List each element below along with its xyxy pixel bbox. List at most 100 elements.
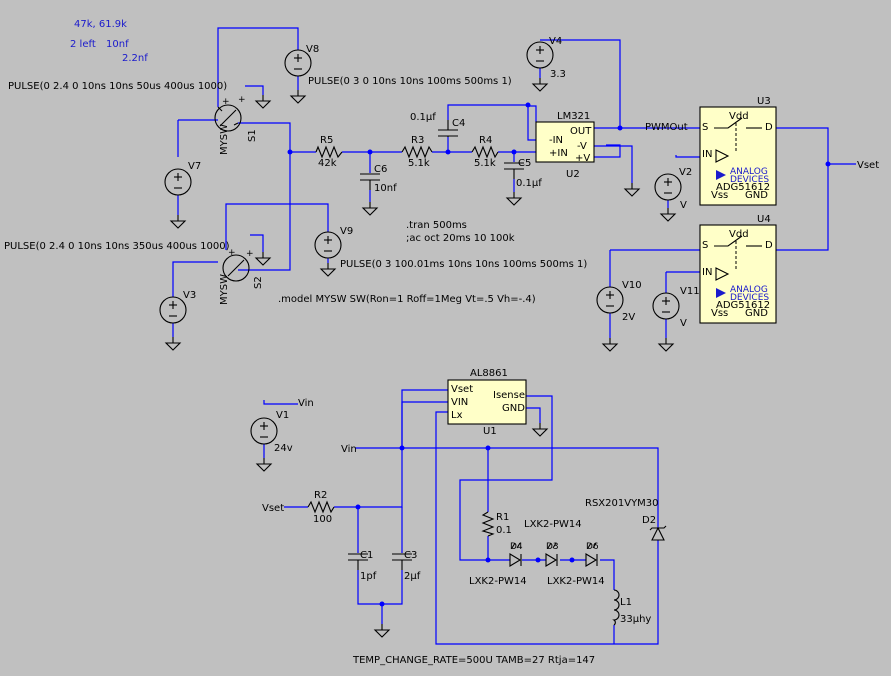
- resistor-r1[interactable]: R1 0.1: [481, 511, 512, 537]
- u3-pin-in: IN: [702, 149, 712, 160]
- opamp-lm321[interactable]: LM321 OUT -IN -V +IN +V U2: [535, 111, 595, 180]
- c5-value: 0.1µf: [516, 178, 542, 189]
- opamp-pin-inm: -IN: [549, 135, 563, 146]
- source-v3[interactable]: V3: [159, 290, 196, 351]
- d2-label: D2: [642, 515, 656, 526]
- u1-part: AL8861: [470, 368, 508, 379]
- net-vset: Vset: [857, 160, 879, 171]
- svg-text:+: +: [228, 248, 236, 258]
- u3-ref: U3: [757, 96, 771, 107]
- resistor-r2[interactable]: R2 100: [307, 490, 335, 525]
- u1-pin-vset: Vset: [451, 384, 473, 395]
- u3-brand-line1: ANALOG: [730, 167, 768, 177]
- source-v8[interactable]: V8 PULSE(0 3 0 10ns 10ns 100ms 500ms 1): [284, 44, 512, 104]
- r1-value: 0.1: [496, 525, 512, 536]
- opamp-pin-inp: +IN: [549, 148, 568, 159]
- led-2[interactable]: D3: [545, 542, 559, 567]
- v3-label: V3: [183, 290, 196, 301]
- chip-u4[interactable]: U4 S D Vdd IN Vss GND ANALOG DEVICES ADG…: [699, 214, 777, 324]
- c6-label: C6: [374, 164, 387, 175]
- directive-temp[interactable]: TEMP_CHANGE_RATE=500U TAMB=27 Rtja=147: [352, 655, 595, 666]
- capacitor-c6[interactable]: C6 10nf: [360, 164, 397, 216]
- directive-ac[interactable]: ;ac oct 20ms 10 100k: [406, 233, 515, 244]
- d2-part: RSX201VYM30: [585, 498, 659, 509]
- u4-pin-vss: Vss: [711, 308, 728, 319]
- led-part-top: LXK2-PW14: [524, 519, 582, 530]
- u1-pin-isense: Isense: [493, 390, 525, 401]
- u3-pin-gnd: GND: [745, 190, 768, 201]
- resistor-r4[interactable]: R4 5.1k: [471, 135, 499, 169]
- v4-label: V4: [549, 36, 562, 47]
- source-v9[interactable]: V9 PULSE(0 3 100.01ms 10ns 10ns 100ms 50…: [314, 226, 587, 277]
- capacitor-c3[interactable]: C3 2µf: [392, 550, 421, 582]
- u1-pin-vin: VIN: [451, 397, 468, 408]
- v1-label: V1: [276, 410, 289, 421]
- u3-brand-line2: DEVICES: [730, 175, 769, 185]
- svg-text:+: +: [246, 249, 254, 259]
- r2-value: 100: [313, 514, 332, 525]
- opamp-pin-out: OUT: [570, 126, 592, 137]
- r2-label: R2: [314, 490, 327, 501]
- v9-label: V9: [340, 226, 353, 237]
- s2-label: S2: [253, 276, 264, 289]
- svg-text:+: +: [238, 95, 246, 105]
- chip-al8861[interactable]: AL8861 Vset VIN Lx Isense GND U1: [447, 368, 527, 437]
- u3-pin-vss: Vss: [711, 190, 728, 201]
- capacitor-c5[interactable]: C5 0.1µf: [504, 158, 542, 206]
- v2-label: V2: [679, 167, 692, 178]
- u3-pin-s: S: [702, 122, 708, 133]
- switch-s1[interactable]: + + S1 MYSW: [214, 94, 271, 155]
- opamp-pin-vm: -V: [577, 141, 587, 152]
- l1-value: 33µhy: [620, 614, 651, 625]
- u1-pin-lx: Lx: [451, 410, 463, 421]
- switch-s2[interactable]: + + S2 MYSW: [219, 248, 271, 305]
- v10-value: 2V: [622, 312, 635, 323]
- directive-tran[interactable]: .tran 500ms: [406, 220, 467, 231]
- c1-label: C1: [360, 550, 373, 561]
- svg-text:D4: D4: [510, 542, 523, 552]
- analog-devices-logo-icon: [716, 170, 726, 180]
- analog-devices-logo-icon: [716, 288, 726, 298]
- u4-pin-d: D: [765, 240, 773, 251]
- source-v11[interactable]: V11 V: [652, 286, 700, 352]
- u3-pin-d: D: [765, 122, 773, 133]
- s1-model: MYSW: [219, 124, 230, 155]
- r4-value: 5.1k: [474, 158, 496, 169]
- source-v4[interactable]: V4 3.3: [526, 36, 566, 92]
- r1-label: R1: [496, 512, 509, 523]
- resistor-r5[interactable]: R5 42k: [315, 135, 343, 169]
- diode-d2[interactable]: D2 RSX201VYM30: [585, 498, 667, 541]
- v9-value: PULSE(0 3 100.01ms 10ns 10ns 100ms 500ms…: [340, 259, 587, 270]
- r3-value: 5.1k: [408, 158, 430, 169]
- u4-part: ADG51612: [716, 300, 770, 311]
- u4-pin-vdd: Vdd: [729, 229, 749, 240]
- led-1[interactable]: D4: [509, 542, 523, 567]
- v1-value: 24v: [274, 443, 293, 454]
- c6-value: 10nf: [374, 183, 397, 194]
- u1-ref: U1: [483, 426, 497, 437]
- s1-label: S1: [247, 129, 258, 142]
- c4-value: 0.1µf: [410, 112, 436, 123]
- source-v1[interactable]: V1 24v: [250, 410, 293, 472]
- net-vin-bus: Vin: [341, 444, 357, 455]
- capacitor-c4[interactable]: C4 0.1µf: [410, 112, 465, 137]
- led-3[interactable]: D6: [585, 542, 599, 567]
- param-line-2b: 10nf: [106, 39, 129, 50]
- v8-value: PULSE(0 3 0 10ns 10ns 100ms 500ms 1): [308, 76, 512, 87]
- inductor-l1[interactable]: L1 33µhy: [612, 589, 651, 626]
- directive-model[interactable]: .model MYSW SW(Ron=1 Roff=1Meg Vt=.5 Vh=…: [278, 294, 536, 305]
- chip-u3[interactable]: U3 S D Vdd IN Vss GND ANALOG DEVICES ADG…: [699, 96, 777, 206]
- param-line-3: 2.2nf: [122, 53, 148, 64]
- resistor-r3[interactable]: R3 5.1k: [401, 135, 433, 169]
- source-v10[interactable]: V10 2V: [596, 280, 642, 352]
- v8-label: V8: [306, 44, 319, 55]
- source-v7[interactable]: V7: [164, 161, 201, 229]
- c3-label: C3: [404, 550, 417, 561]
- r4-label: R4: [479, 135, 492, 146]
- net-vin-source: Vin: [298, 398, 314, 409]
- source-v2[interactable]: V2 V: [654, 167, 692, 222]
- u4-brand-line2: DEVICES: [730, 293, 769, 303]
- v2-value: V: [680, 200, 687, 211]
- capacitor-c1[interactable]: C1 1pf: [348, 550, 377, 582]
